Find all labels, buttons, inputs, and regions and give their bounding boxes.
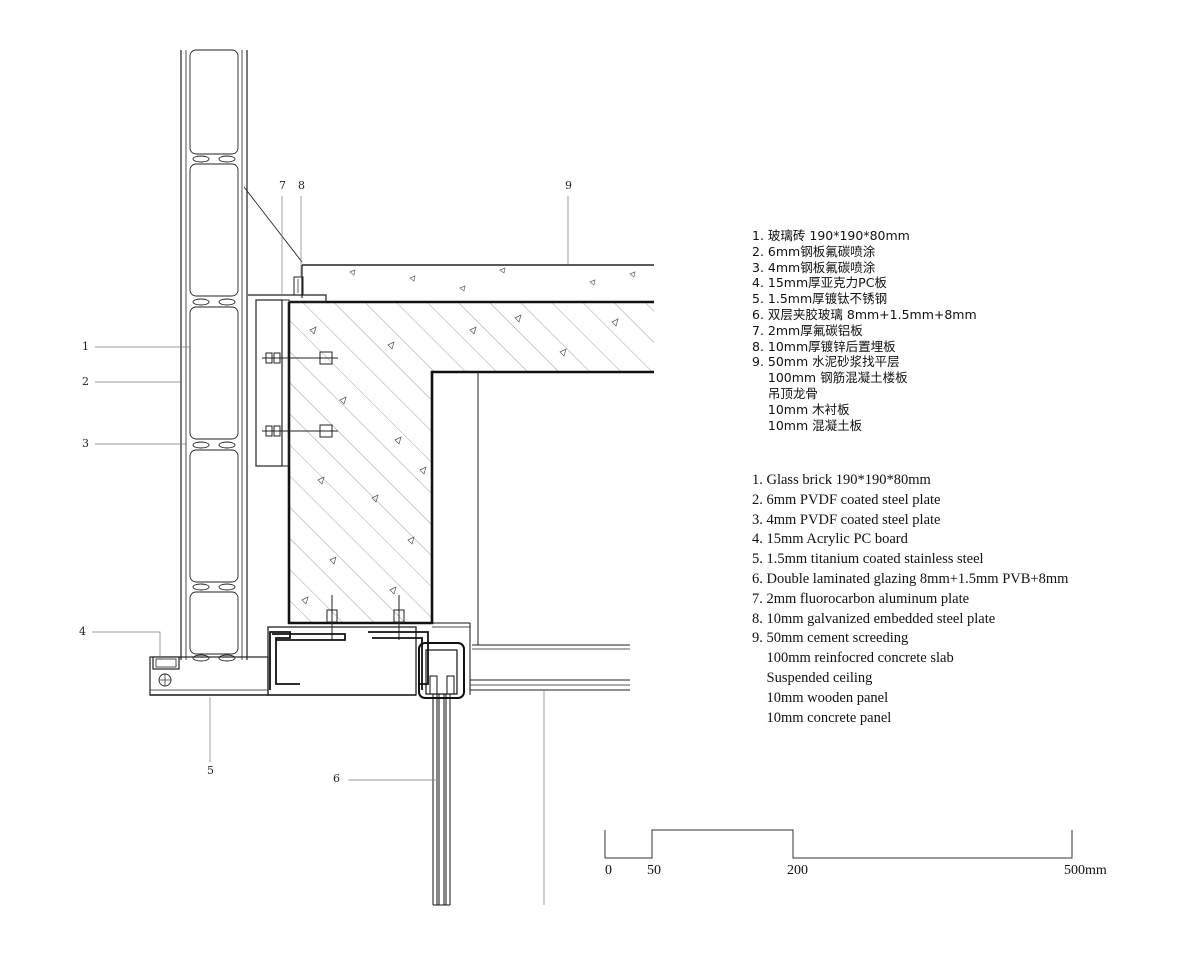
legend-cn-item: 9. 50mm 水泥砂浆找平层 [752, 354, 900, 370]
callout-8: 8 [298, 179, 305, 192]
base-sill [149, 626, 417, 696]
steel-channels [269, 631, 429, 690]
legend-cn-item: 3. 4mm钢板氟碳喷涂 [752, 259, 876, 275]
legend-en-item: Suspended ceiling [752, 669, 873, 686]
legend-cn-item: 100mm 钢筋混凝土楼板 [752, 370, 908, 386]
concrete-slab [287, 300, 654, 625]
legend-en-item: 6. Double laminated glazing 8mm+1.5mm PV… [752, 570, 1069, 587]
legend-cn-item: 1. 玻璃砖 190*190*80mm [752, 228, 910, 243]
legend-en-item: 5. 1.5mm titanium coated stainless steel [752, 551, 984, 568]
legend-en-item: 7. 2mm fluorocarbon aluminum plate [752, 590, 970, 607]
callout-9: 9 [565, 179, 572, 192]
legend-en-item: 8. 10mm galvanized embedded steel plate [752, 610, 996, 627]
glazing-system [418, 622, 471, 906]
legend-en-item: 10mm wooden panel [752, 689, 889, 706]
legend-cn-item: 吊顶龙骨 [752, 385, 818, 401]
legend-cn-item: 7. 2mm厚氟碳铝板 [752, 322, 863, 338]
callout-1: 1 [82, 340, 89, 353]
legend-chinese: 1. 玻璃砖 190*190*80mm 2. 6mm钢板氟碳喷涂 3. 4mm钢… [752, 228, 977, 433]
scale-label-200: 200 [787, 863, 808, 878]
legend-cn-item: 10mm 混凝土板 [752, 417, 863, 433]
leader-lines [92, 196, 569, 905]
scale-label-0: 0 [605, 863, 612, 878]
callout-2: 2 [82, 375, 89, 388]
callout-7: 7 [279, 179, 286, 192]
scale-label-50: 50 [647, 863, 661, 878]
legend-cn-item: 4. 15mm厚亚克力PC板 [752, 275, 887, 291]
suspended-ceiling [470, 372, 630, 691]
legend-cn-item: 6. 双层夹胶玻璃 8mm+1.5mm+8mm [752, 306, 977, 322]
legend-cn-item: 2. 6mm钢板氟碳喷涂 [752, 243, 876, 259]
screed-layer [301, 264, 654, 298]
legend-en-item: 10mm concrete panel [752, 709, 892, 726]
steel-connection [243, 186, 405, 640]
legend-en-item: 9. 50mm cement screeding [752, 630, 909, 647]
legend-cn-item: 10mm 木衬板 [752, 401, 850, 417]
scale-label-500mm: 500mm [1064, 863, 1107, 878]
legend-english: 1. Glass brick 190*190*80mm 2. 6mm PVDF … [752, 471, 1068, 728]
callout-6: 6 [333, 772, 340, 785]
callout-5: 5 [207, 764, 214, 777]
callout-3: 3 [82, 437, 89, 450]
legend-en-item: 4. 15mm Acrylic PC board [752, 531, 908, 548]
legend-en-item: 3. 4mm PVDF coated steel plate [752, 511, 941, 528]
legend-en-item: 100mm reinfocred concrete slab [752, 650, 954, 667]
legend-en-item: 1. Glass brick 190*190*80mm [752, 472, 931, 488]
scale-bar [604, 829, 1073, 859]
legend-cn-item: 8. 10mm厚镀锌后置埋板 [752, 338, 896, 354]
legend-en-item: 2. 6mm PVDF coated steel plate [752, 491, 941, 508]
callout-4: 4 [79, 625, 86, 638]
legend-cn-item: 5. 1.5mm厚镀钛不锈钢 [752, 291, 888, 307]
glass-brick-wall [180, 49, 248, 662]
